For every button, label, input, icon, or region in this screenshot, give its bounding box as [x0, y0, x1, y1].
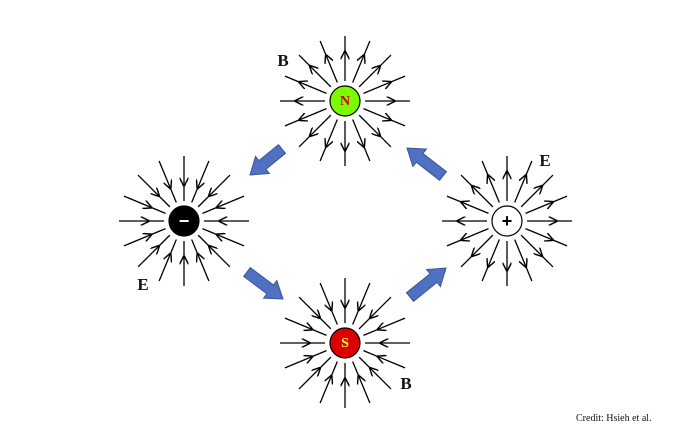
south-pole-letter: S	[341, 336, 349, 351]
field-line	[158, 160, 177, 203]
field-line	[520, 174, 554, 208]
field-line	[202, 228, 245, 247]
field-line	[202, 195, 245, 214]
negative-field-lines	[119, 156, 249, 286]
field-line	[446, 228, 489, 247]
field-line	[481, 239, 500, 282]
cycle-arrow-positive-to-north	[406, 147, 448, 181]
south-field-lines	[280, 278, 410, 408]
field-line	[298, 114, 332, 148]
cycle-arrow-icon	[405, 267, 447, 303]
field-line	[298, 296, 332, 330]
north-field-lines	[280, 36, 410, 166]
field-line	[358, 296, 392, 330]
field-line	[158, 239, 177, 282]
field-line	[123, 195, 166, 214]
field-line	[123, 228, 166, 247]
cycle-arrow-icon	[406, 147, 448, 181]
cycle-arrow-icon	[249, 143, 287, 176]
source-north: N B	[277, 36, 410, 166]
source-negative: − E	[119, 156, 249, 294]
positive-field-label: E	[539, 151, 550, 170]
south-field-label: B	[400, 374, 411, 393]
negative-charge-disc	[168, 205, 200, 237]
north-pole-letter: N	[340, 94, 350, 109]
positive-field-lines	[442, 156, 572, 286]
cycle-arrow-south-to-positive	[405, 267, 447, 303]
field-line	[191, 160, 210, 203]
cycle-arrow-icon	[242, 266, 284, 300]
field-line	[298, 356, 332, 390]
source-positive: + E	[442, 151, 572, 286]
field-line	[514, 239, 533, 282]
source-south: S B	[280, 278, 412, 408]
field-line	[525, 195, 568, 214]
field-line	[446, 195, 489, 214]
field-line	[460, 174, 494, 208]
positive-charge-disc	[491, 205, 523, 237]
south-pole-disc	[329, 327, 361, 359]
cycle-arrow-north-to-negative	[249, 143, 287, 176]
field-line	[520, 234, 554, 268]
north-field-label: B	[277, 51, 288, 70]
field-line	[460, 234, 494, 268]
north-pole-disc	[329, 85, 361, 117]
positive-charge-symbol: +	[502, 211, 513, 231]
field-line	[525, 228, 568, 247]
negative-charge-symbol: −	[179, 211, 190, 231]
cycle-arrow-negative-to-south	[242, 266, 284, 300]
field-line	[298, 54, 332, 88]
image-credit: Credit: Hsieh et al.	[576, 413, 652, 424]
field-line	[191, 239, 210, 282]
negative-field-label: E	[137, 275, 148, 294]
